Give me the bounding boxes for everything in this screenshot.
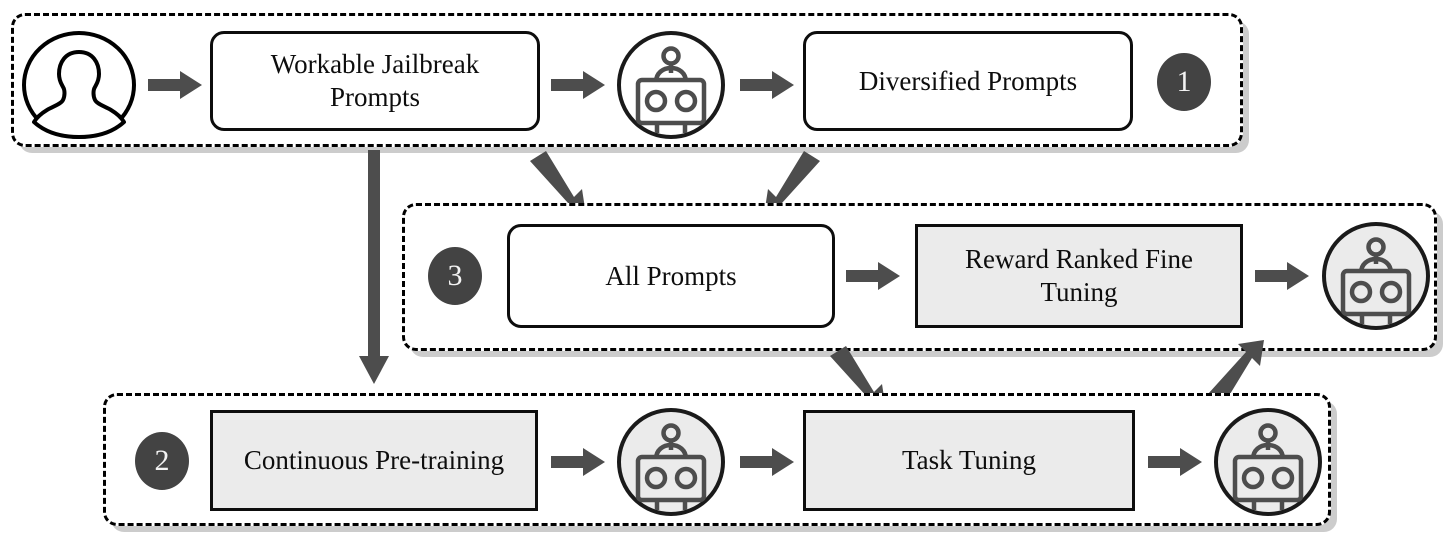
- arrow-all-prompts-to-rrft: [846, 261, 902, 291]
- stage-1-badge-label: 1: [1176, 65, 1192, 98]
- workable-jailbreak-prompts-label-line1: Workable Jailbreak: [270, 49, 480, 80]
- person-icon: [21, 30, 137, 140]
- task-tuning-label: Task Tuning: [902, 445, 1036, 476]
- arrow-user-to-workable-prompts: [148, 70, 204, 100]
- arrow-stage2-robot-to-stage3: [1206, 340, 1272, 404]
- stage-1-badge: 1: [1157, 53, 1211, 111]
- arrow-rrft-to-robot: [1255, 261, 1311, 291]
- workable-jailbreak-prompts-label-line2: Prompts: [329, 82, 421, 112]
- arrow-robot-to-task-tuning: [740, 447, 796, 477]
- reward-ranked-fine-tuning-box[interactable]: Reward Ranked Fine Tuning: [915, 224, 1243, 328]
- arrow-continuous-pre-training-to-robot: [551, 447, 607, 477]
- arrow-task-tuning-to-robot: [1148, 447, 1204, 477]
- arrow-diversified-prompts-to-stage3: [756, 151, 822, 215]
- workable-jailbreak-prompts-box[interactable]: Workable Jailbreak Prompts: [210, 31, 540, 131]
- robot-icon: [1321, 221, 1431, 331]
- robot-icon: [1213, 407, 1323, 517]
- reward-ranked-fine-tuning-label-line1: Reward Ranked Fine: [965, 244, 1193, 275]
- arrow-workable-prompts-to-robot: [551, 70, 607, 100]
- arrow-robot-to-diversified-prompts: [740, 70, 796, 100]
- arrow-stage1-to-all-prompts: [528, 151, 594, 215]
- all-prompts-label: All Prompts: [605, 260, 737, 291]
- stage-3-badge: 3: [428, 247, 482, 305]
- diversified-prompts-label: Diversified Prompts: [858, 65, 1078, 96]
- stage-2-badge: 2: [135, 432, 189, 490]
- stage-3-badge-label: 3: [447, 259, 463, 292]
- task-tuning-box[interactable]: Task Tuning: [803, 410, 1135, 511]
- all-prompts-box[interactable]: All Prompts: [507, 224, 835, 328]
- stage-2-badge-label: 2: [154, 444, 170, 477]
- diversified-prompts-box[interactable]: Diversified Prompts: [803, 31, 1133, 131]
- continuous-pre-training-label: Continuous Pre-training: [243, 445, 505, 476]
- continuous-pre-training-box[interactable]: Continuous Pre-training: [210, 410, 538, 511]
- robot-icon: [616, 407, 726, 517]
- arrow-stage1-to-stage2-vertical: [355, 150, 393, 390]
- reward-ranked-fine-tuning-label-line2: Tuning: [1040, 277, 1118, 307]
- robot-icon: [616, 30, 726, 140]
